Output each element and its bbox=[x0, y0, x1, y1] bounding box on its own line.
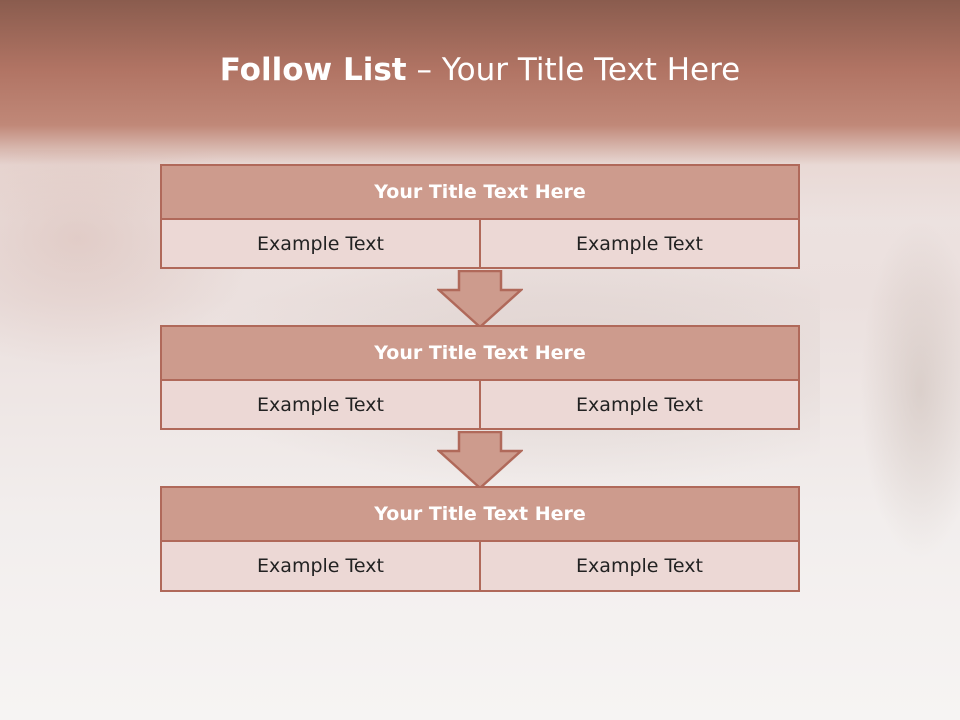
step-block-2: Your Title Text Here Example Text Exampl… bbox=[160, 325, 800, 430]
step-cell-left: Example Text bbox=[162, 542, 479, 590]
step-row: Example Text Example Text bbox=[160, 220, 800, 269]
step-title: Your Title Text Here bbox=[160, 325, 800, 381]
step-block-1: Your Title Text Here Example Text Exampl… bbox=[160, 164, 800, 269]
step-cell-right: Example Text bbox=[479, 381, 798, 428]
arrow-down-icon bbox=[437, 270, 523, 329]
arrow-down-icon bbox=[437, 431, 523, 490]
step-title: Your Title Text Here bbox=[160, 164, 800, 220]
step-cell-left: Example Text bbox=[162, 381, 479, 428]
step-row: Example Text Example Text bbox=[160, 381, 800, 430]
step-block-3: Your Title Text Here Example Text Exampl… bbox=[160, 486, 800, 592]
background-pages-image bbox=[860, 220, 960, 560]
step-cell-right: Example Text bbox=[479, 220, 798, 267]
step-row: Example Text Example Text bbox=[160, 542, 800, 592]
step-title: Your Title Text Here bbox=[160, 486, 800, 542]
step-cell-left: Example Text bbox=[162, 220, 479, 267]
slide-title-bold: Follow List bbox=[219, 52, 407, 88]
step-cell-right: Example Text bbox=[479, 542, 798, 590]
slide-title: Follow List – Your Title Text Here bbox=[0, 52, 960, 88]
slide-title-rest: – Your Title Text Here bbox=[406, 52, 741, 88]
